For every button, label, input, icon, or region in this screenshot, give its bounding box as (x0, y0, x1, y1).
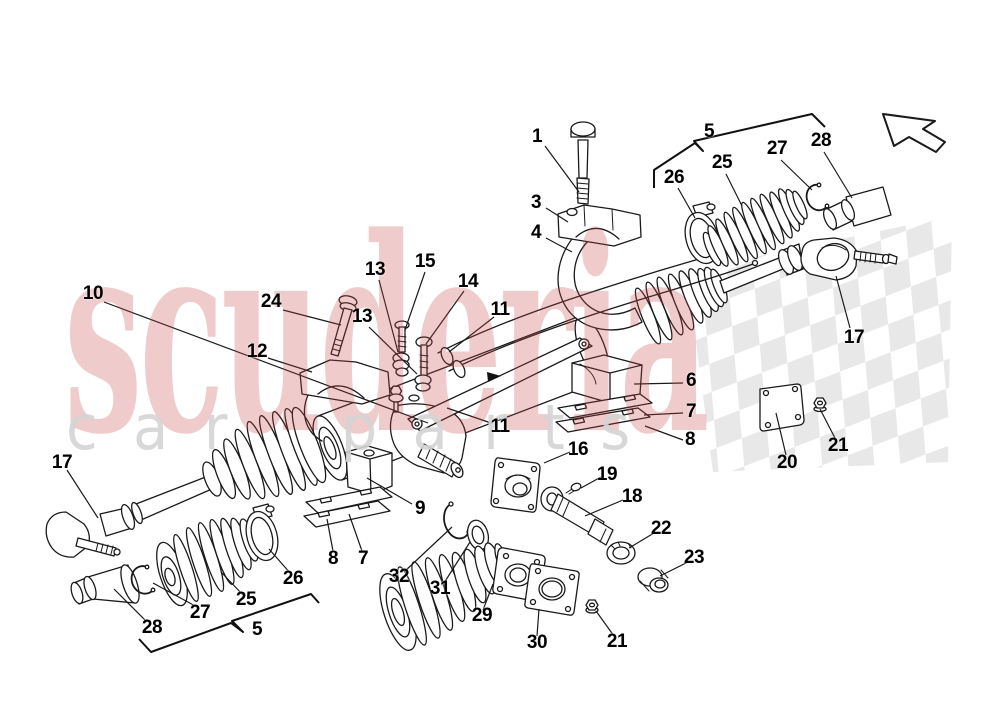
checkered-flag-watermark (695, 216, 952, 472)
leader-lines (66, 145, 853, 637)
brand-watermark: scuderia (64, 179, 707, 494)
group-bracket-top (653, 113, 826, 188)
brand-subtitle-watermark: car parts (66, 392, 666, 464)
group-brackets (138, 113, 826, 653)
group-bracket-bottom (138, 593, 320, 653)
direction-arrow-icon (882, 113, 946, 153)
